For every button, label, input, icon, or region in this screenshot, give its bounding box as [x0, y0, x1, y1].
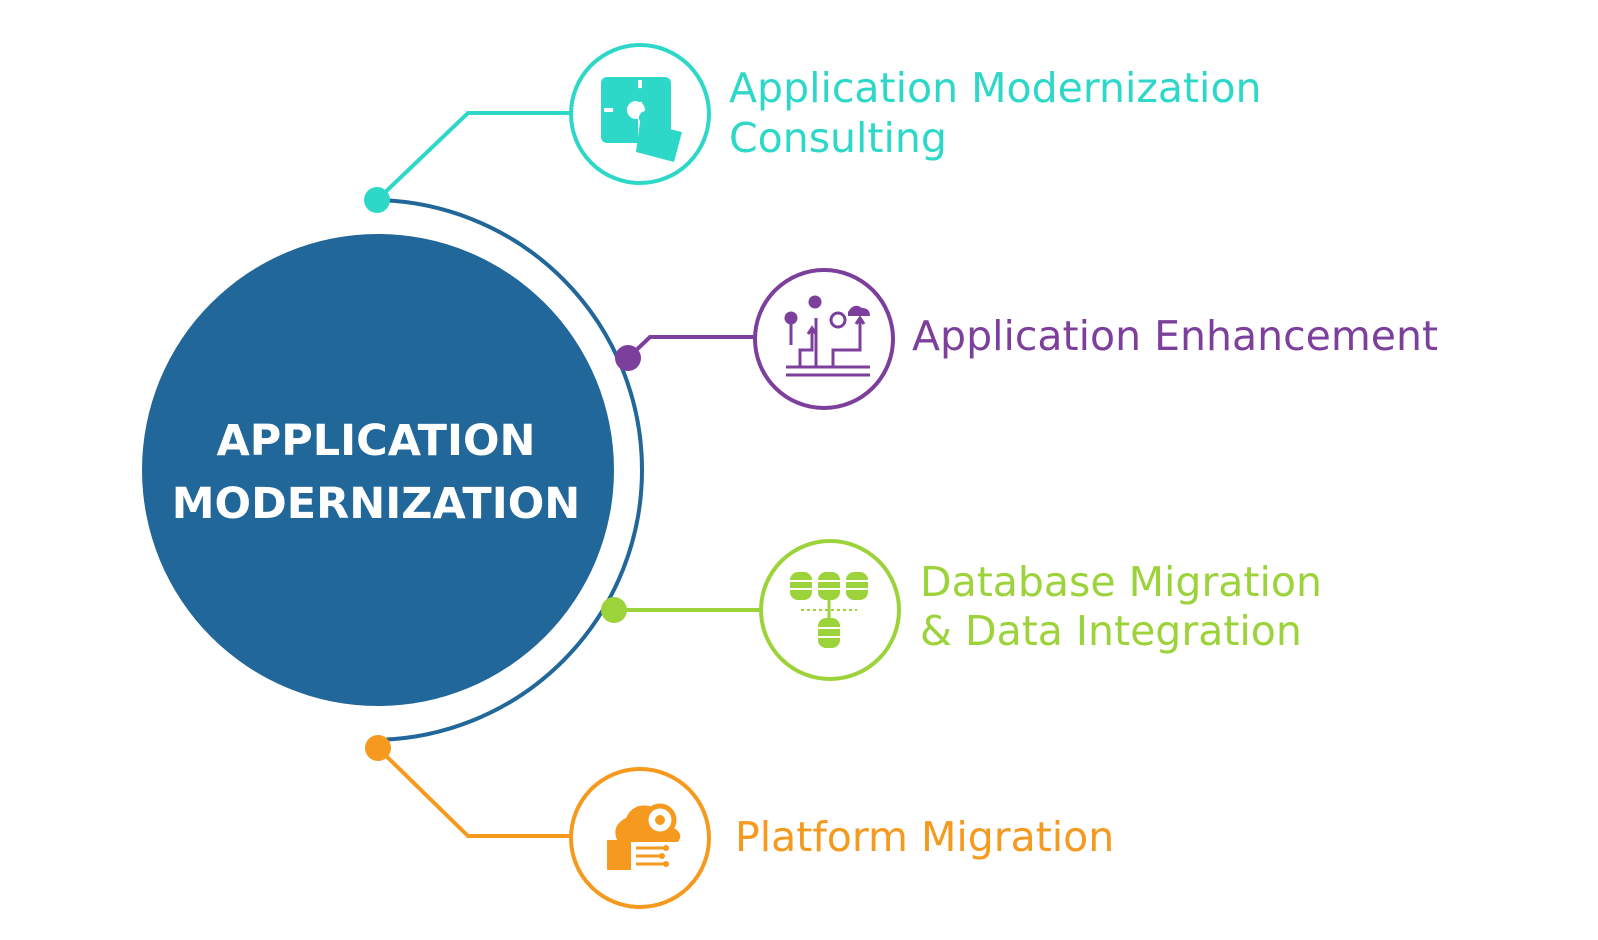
database-icon [790, 572, 868, 648]
label-line1: Application Modernization [729, 64, 1262, 112]
label-line2: & Data Integration [920, 607, 1302, 655]
puzzle-icon [601, 77, 682, 162]
growth-icon [784, 295, 870, 377]
label-line1: Platform Migration [735, 813, 1114, 861]
icon-circle[interactable] [753, 268, 895, 410]
branch-enhancement: Application Enhancement [615, 268, 1438, 410]
center-circle [142, 234, 614, 706]
label-line2: Consulting [729, 114, 947, 162]
label-line1: Database Migration [920, 558, 1322, 606]
connector-dot [601, 597, 627, 623]
connector-dot [364, 187, 390, 213]
connector-line [626, 335, 755, 360]
connector-dot [615, 345, 641, 371]
branch-consulting: Application Modernization Consulting [364, 43, 1262, 213]
cloud-gear-icon [607, 803, 681, 870]
center-title-line2: MODERNIZATION [172, 479, 581, 529]
center-title-line1: APPLICATION [216, 416, 535, 466]
branch-database: Database Migration & Data Integration [601, 539, 1322, 681]
branch-platform: Platform Migration [365, 735, 1114, 909]
label-line1: Application Enhancement [912, 312, 1438, 360]
connector-dot [365, 735, 391, 761]
outer-ring-arc [371, 198, 644, 742]
connector-line [375, 111, 570, 202]
connector-line [376, 746, 572, 838]
